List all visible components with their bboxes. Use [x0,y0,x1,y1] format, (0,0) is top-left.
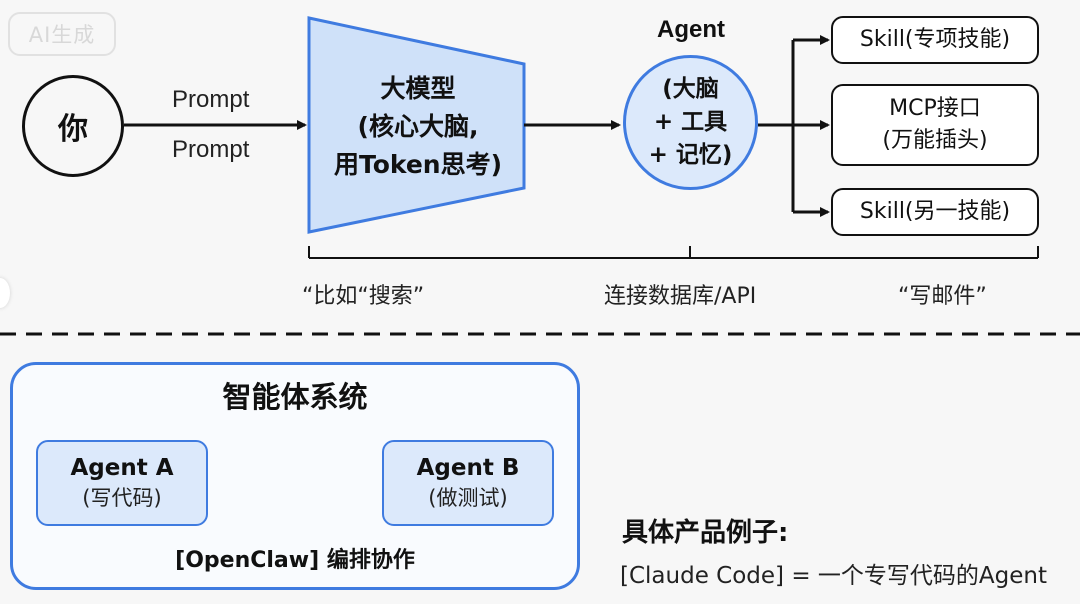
bracket-label-database: 连接数据库/API [604,284,757,309]
llm-node-label: 大模型 (核心大脑, 用Token思考) [333,74,503,179]
agent-a-role: (写代码) [82,486,162,510]
orchestrator-label: [OpenClaw] 编排协作 [175,548,415,573]
mcp-interface-box: MCP接口 (万能插头) [831,84,1039,166]
prompt-label-bottom: Prompt [172,136,250,163]
agent-system-title: 智能体系统 [222,380,368,414]
bracket-label-search: “比如“搜索” [302,284,425,309]
agent-b-role: (做测试) [428,486,508,510]
agent-title: Agent [657,16,725,43]
agent-b-name: Agent B [416,455,520,481]
ai-generated-watermark: AI生成 [8,12,116,56]
agent-b-node: Agent B (做测试) [382,440,554,526]
bracket-label-email: “写邮件” [898,284,987,309]
llm-node-shape [307,16,526,234]
prompt-label-top: Prompt [172,86,250,113]
skill-other-box: Skill(另一技能) [831,188,1039,236]
skill-specialized-box: Skill(专项技能) [831,16,1039,64]
agent-a-name: Agent A [70,455,174,481]
agent-node: (大脑 + 工具 + 记忆) [623,55,758,190]
edge-handle [0,278,10,308]
example-title: 具体产品例子: [622,518,789,548]
agent-a-node: Agent A (写代码) [36,440,208,526]
example-text: [Claude Code] = 一个专写代码的Agent [620,563,1047,589]
user-node: 你 [22,75,124,177]
